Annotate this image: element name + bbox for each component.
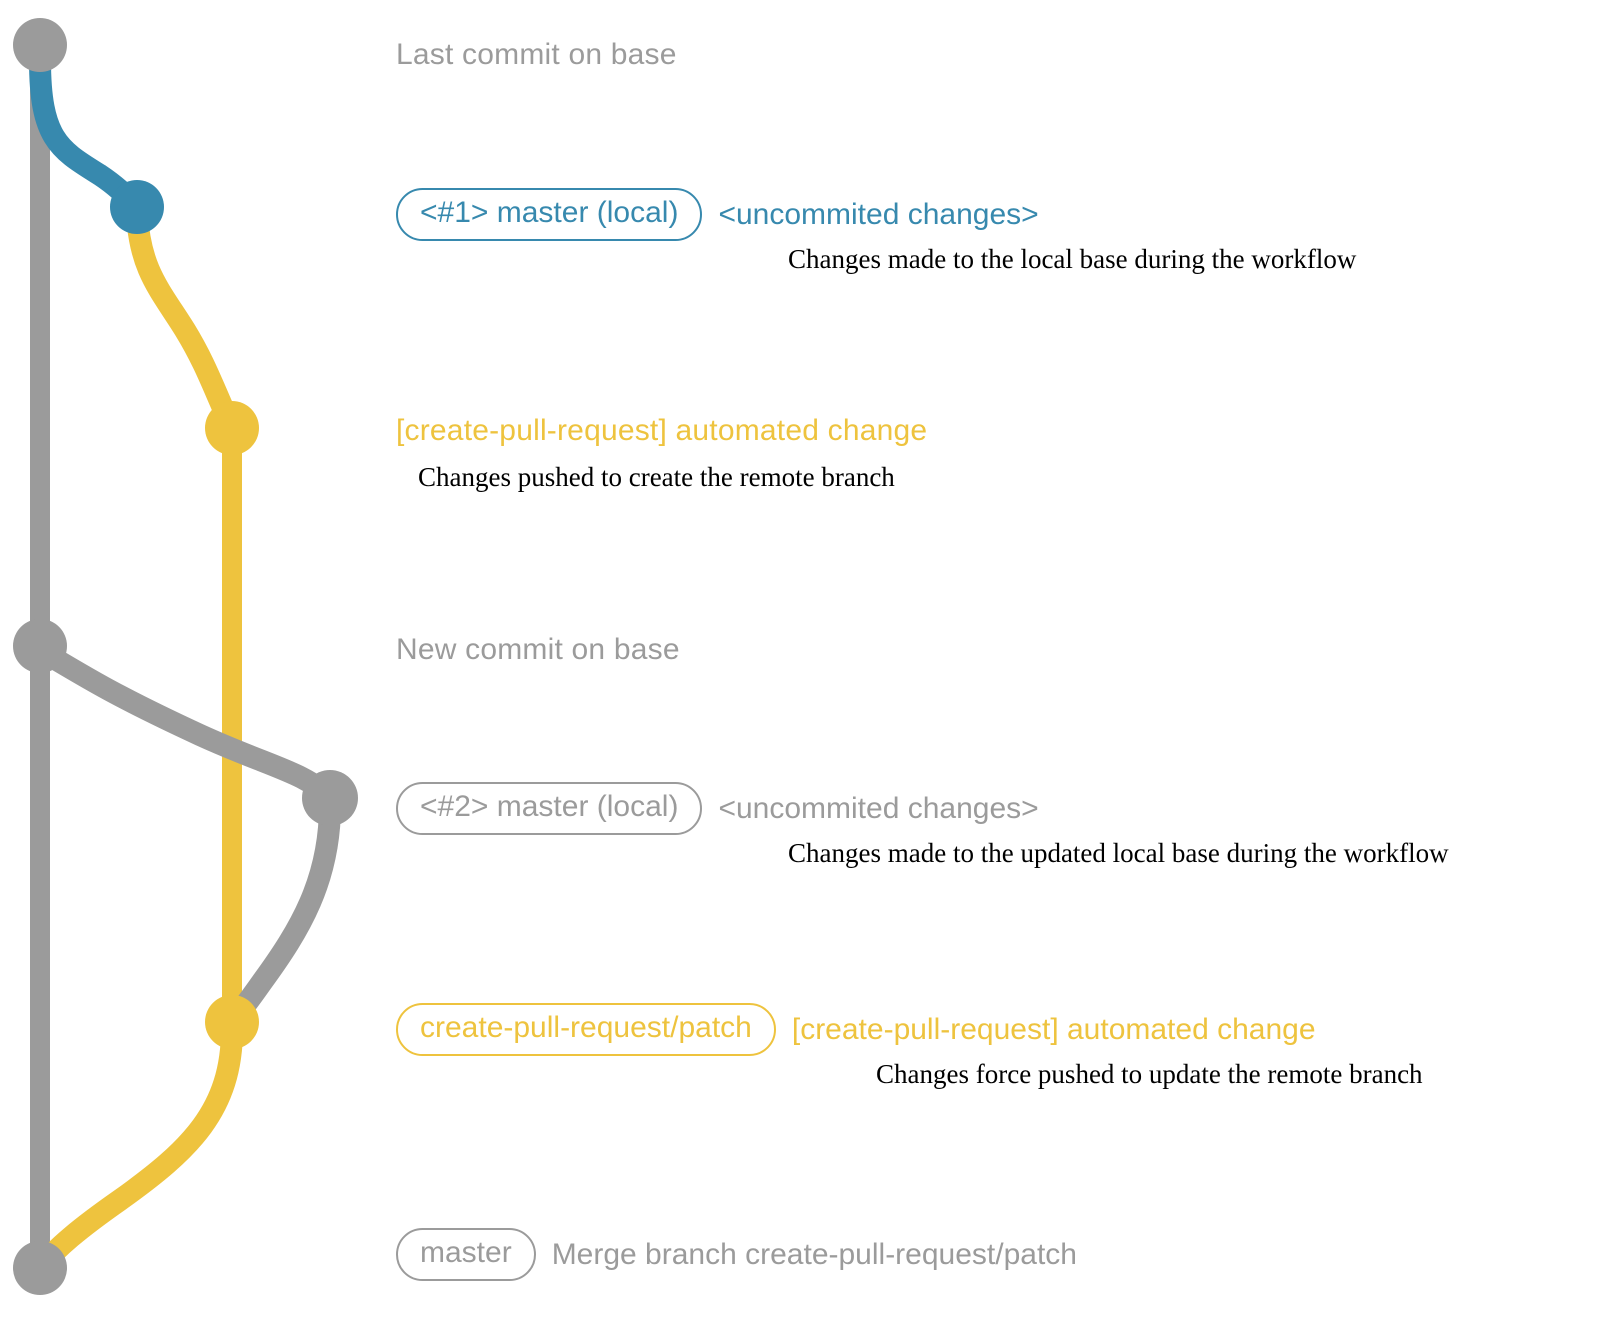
commit-caption-last-base: Last commit on base xyxy=(396,38,677,71)
commit-caption-new-base: New commit on base xyxy=(396,633,680,666)
patch-create-line xyxy=(126,203,243,439)
row-patch-1: [create-pull-request] automated change xyxy=(396,414,927,448)
commit-node-last-base xyxy=(13,18,67,72)
badge-line-local-1: <#1> master (local) <uncommited changes> xyxy=(396,188,1039,241)
commit-title-local-1: <uncommited changes> xyxy=(718,197,1039,231)
badge-line-merge-master: master Merge branch create-pull-request/… xyxy=(396,1228,1077,1281)
badge-line-patch-2: create-pull-request/patch [create-pull-r… xyxy=(396,1003,1316,1056)
commit-node-patch-1 xyxy=(205,401,259,455)
commit-node-new-base xyxy=(13,619,67,673)
commit-description-local-2: Changes made to the updated local base d… xyxy=(788,838,1449,868)
commit-description-patch-2: Changes force pushed to update the remot… xyxy=(876,1059,1423,1089)
row-new-commit-on-base: New commit on base xyxy=(396,633,680,667)
badge-line-local-2: <#2> master (local) <uncommited changes> xyxy=(396,782,1039,835)
branch-badge-local-1[interactable]: <#1> master (local) xyxy=(396,188,703,241)
patch-merge-line xyxy=(29,1018,243,1279)
git-graph xyxy=(13,18,358,1295)
row-last-commit-on-base: Last commit on base xyxy=(396,38,677,72)
branch-badge-master[interactable]: master xyxy=(396,1228,536,1281)
commit-title-merge-master: Merge branch create-pull-request/patch xyxy=(551,1237,1077,1271)
commit-title-local-2: <uncommited changes> xyxy=(718,791,1039,825)
updated-base-branch-line xyxy=(29,639,341,809)
commit-node-patch-2 xyxy=(205,995,259,1049)
row-merge-master: master Merge branch create-pull-request/… xyxy=(396,1228,1077,1281)
row-patch-2: create-pull-request/patch [create-pull-r… xyxy=(396,1003,1316,1056)
commit-description-patch-1: Changes pushed to create the remote bran… xyxy=(418,462,895,492)
branch-badge-patch-2[interactable]: create-pull-request/patch xyxy=(396,1003,776,1056)
row-local-1: <#1> master (local) <uncommited changes> xyxy=(396,188,1039,241)
row-local-2: <#2> master (local) <uncommited changes> xyxy=(396,782,1039,835)
commit-title-patch-2: [create-pull-request] automated change xyxy=(791,1012,1316,1046)
commit-node-local-2 xyxy=(302,770,358,826)
commit-node-local-1 xyxy=(110,180,164,234)
commit-node-merge-master xyxy=(13,1241,67,1295)
commit-description-local-1: Changes made to the local base during th… xyxy=(788,244,1357,274)
commit-caption-patch-1: [create-pull-request] automated change xyxy=(396,414,928,447)
branch-badge-local-2[interactable]: <#2> master (local) xyxy=(396,782,703,835)
